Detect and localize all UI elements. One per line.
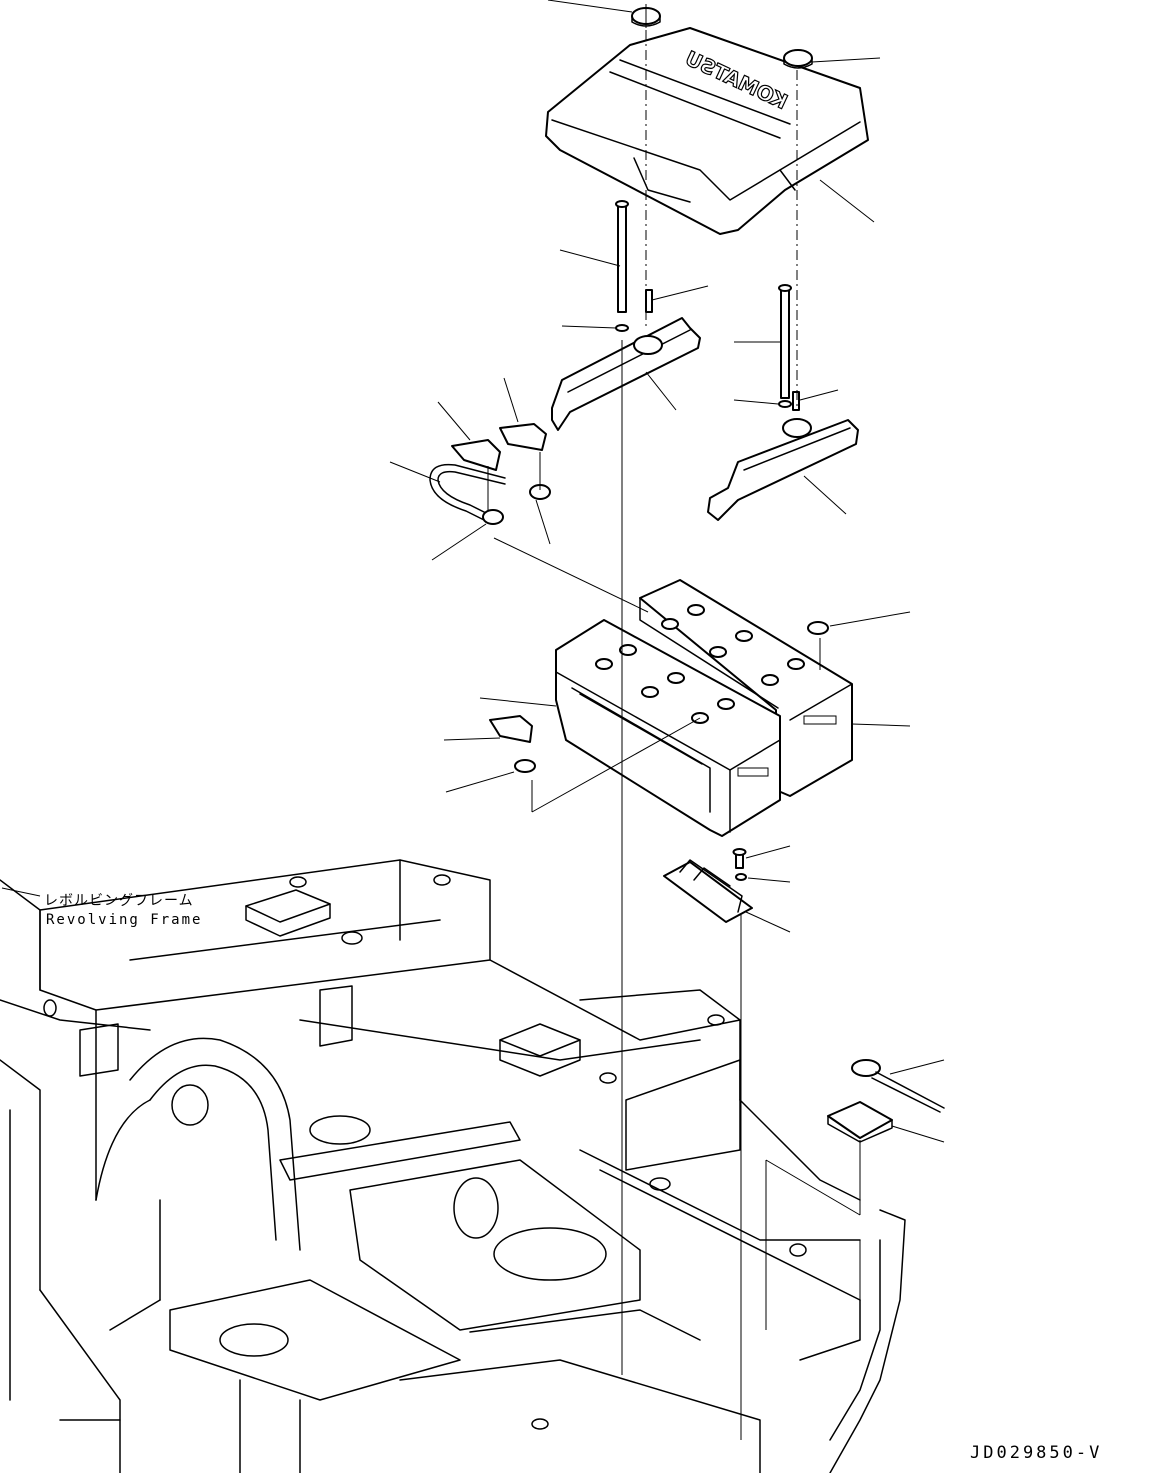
wrench-icon (852, 1060, 944, 1112)
drawing-id: JD029850-V (970, 1443, 1103, 1463)
revolving-frame-label-en: Revolving Frame (46, 912, 203, 928)
leader-lines (2, 0, 944, 1142)
battery-cover: KOMATSU (546, 28, 868, 234)
battery-icon (556, 580, 852, 836)
cap-icon (632, 4, 660, 28)
revolving-frame (0, 860, 905, 1473)
clamp-icon (515, 622, 828, 772)
cloth-icon (828, 1102, 892, 1142)
cable-icon (430, 465, 550, 524)
tray-icon (664, 860, 752, 922)
hold-down-rod-right (779, 285, 799, 410)
hold-down-bar-left (552, 318, 700, 430)
cap-icon (784, 50, 812, 68)
hold-down-bar-right (708, 419, 858, 520)
revolving-frame-label-jp: レボルビングフレーム (44, 893, 194, 909)
bolt-icon (734, 849, 747, 880)
terminal-cover-icon (452, 424, 546, 742)
center-lines (488, 30, 860, 1440)
hold-down-rod-left (616, 201, 652, 331)
